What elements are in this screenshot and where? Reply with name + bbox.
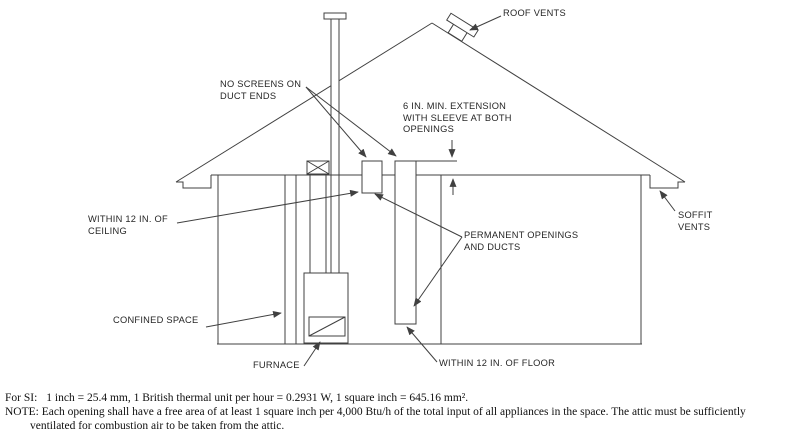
label-furnace: FURNACE: [253, 360, 300, 370]
si-text: 1 inch = 25.4 mm, 1 British thermal unit…: [46, 392, 469, 404]
roof-right-slope: [432, 23, 685, 182]
label-soffit-vents: SOFFIT VENTS: [678, 210, 713, 233]
label-six-in-line3: OPENINGS: [403, 124, 455, 134]
leader-permanent-upper: [374, 194, 462, 237]
label-within-ceiling: WITHIN 12 IN. OF CEILING: [88, 214, 168, 237]
leader-within-ceiling: [177, 189, 359, 223]
label-six-in-line2: WITH SLEEVE AT BOTH: [403, 112, 512, 123]
furnace-box: [304, 273, 348, 343]
leader-furnace: [304, 341, 321, 366]
label-roof-vents: ROOF VENTS: [503, 8, 566, 18]
si-prefix: For SI:: [5, 392, 38, 404]
upper-duct: [362, 161, 382, 193]
label-soffit-vents-line1: SOFFIT: [678, 210, 713, 220]
leader-confined-space: [206, 311, 282, 327]
leader-within-floor: [406, 326, 437, 362]
furnace-louver-diagonal: [309, 317, 345, 336]
right-soffit-outline: [650, 175, 685, 188]
label-within-ceiling-line2: CEILING: [88, 225, 127, 236]
leader-roof-vents: [469, 16, 501, 30]
label-confined-space: CONFINED SPACE: [113, 315, 199, 325]
note-line2: ventilated for combustion air to be take…: [30, 420, 285, 432]
left-soffit-outline: [176, 175, 211, 188]
note-line1: NOTE: Each opening shall have a free are…: [5, 406, 746, 418]
label-within-ceiling-line1: WITHIN 12 IN. OF: [88, 214, 168, 224]
chimney-pipe: [331, 19, 339, 273]
label-within-floor: WITHIN 12 IN. OF FLOOR: [439, 358, 556, 368]
label-six-in-line1: 6 IN. MIN. EXTENSION: [403, 101, 507, 111]
label-permanent-line2: AND DUCTS: [464, 241, 521, 252]
label-no-screens-line2: DUCT ENDS: [220, 90, 277, 101]
chase-cap-x2: [307, 161, 329, 174]
label-six-in-extension: 6 IN. MIN. EXTENSION WITH SLEEVE AT BOTH…: [403, 101, 512, 136]
label-soffit-vents-line2: VENTS: [678, 221, 711, 232]
label-permanent-line1: PERMANENT OPENINGS: [464, 230, 579, 240]
roof-left-slope: [176, 23, 432, 182]
roof-vent-cap: [447, 13, 478, 37]
si-conversion-line: For SI: 1 inch = 25.4 mm, 1 British therm…: [5, 392, 468, 404]
leader-permanent-lower: [413, 237, 462, 307]
lower-duct: [395, 161, 416, 324]
leader-soffit-vents: [659, 190, 675, 211]
label-permanent-openings: PERMANENT OPENINGS AND DUCTS: [464, 230, 578, 253]
roof-vent: [441, 13, 478, 45]
label-no-screens-line1: NO SCREENS ON: [220, 79, 302, 89]
leader-no-screens-lower-duct: [306, 87, 397, 157]
label-no-screens: NO SCREENS ON DUCT ENDS: [220, 79, 301, 102]
furnace-louver: [309, 317, 345, 336]
leader-no-screens-upper-duct: [306, 87, 367, 158]
chimney-cap: [324, 13, 346, 19]
